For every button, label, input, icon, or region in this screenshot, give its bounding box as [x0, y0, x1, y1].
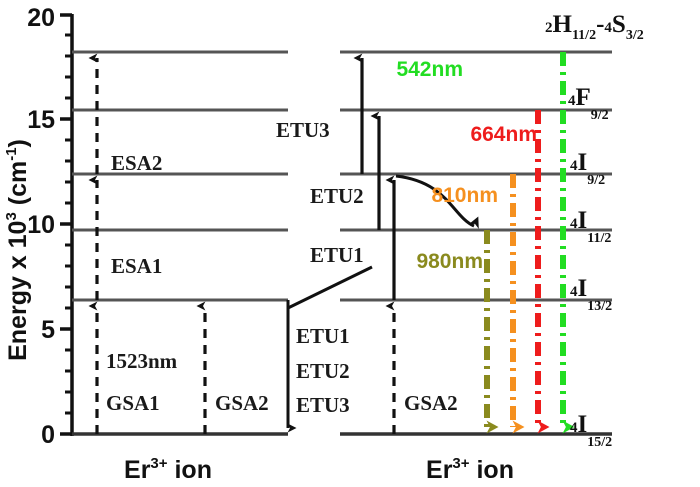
label-etu2-left: ETU2: [296, 359, 350, 383]
term-i11-main: I: [578, 207, 588, 234]
term-label-i11: 4I11/2: [570, 207, 611, 246]
term-i9-main: I: [578, 149, 588, 176]
term-f9-main: F: [576, 84, 591, 111]
term-i11-sup: 4: [570, 216, 578, 232]
right-process-labels: GSA2: [404, 391, 458, 415]
ion-left-suffix: ion: [168, 456, 212, 484]
axis-title-unit-open: (cm: [4, 161, 32, 212]
term-i13-sub: 13/2: [587, 299, 612, 314]
axis-title-unit-close: ): [4, 139, 32, 147]
right-etu-arrows: [353, 53, 396, 434]
term-s3-sup: 4: [604, 20, 612, 36]
term-label-i13: 4I13/2: [570, 275, 612, 314]
label-810nm: 810nm: [431, 184, 498, 207]
term-label-h11s3: 2H11/2-4S3/2: [545, 11, 644, 43]
tick-label-15: 15: [27, 106, 55, 134]
label-esa2: ESA2: [111, 151, 162, 175]
arrow-curved-relaxation: [395, 174, 479, 229]
ion-right-sup: 3+: [452, 455, 469, 472]
term-f9-sub: 9/2: [591, 108, 609, 123]
y-axis-title: Energy x 103 (cm-1): [3, 139, 32, 361]
tick-label-5: 5: [41, 316, 55, 344]
axis-title-main: Energy x 10: [4, 221, 32, 361]
term-h11-main: H: [553, 11, 573, 38]
label-gsa1: GSA1: [106, 391, 160, 415]
y-axis: 0 5 10 15 20: [27, 4, 74, 449]
label-980nm: 980nm: [416, 250, 483, 273]
ion-left-sup: 3+: [150, 455, 167, 472]
label-etu3: ETU3: [276, 118, 330, 142]
ion-right-text: Er: [426, 456, 453, 484]
term-i15-sup: 4: [570, 420, 578, 436]
term-label-i9: 4I9/2: [570, 149, 605, 188]
term-i15-main: I: [578, 411, 588, 438]
term-i13-sup: 4: [570, 284, 578, 300]
label-etu3-left: ETU3: [296, 393, 350, 417]
label-542nm: 542nm: [396, 58, 463, 81]
axis-title-unit-sup: -1: [3, 147, 20, 160]
term-label-i15: 4I15/2: [570, 411, 612, 450]
label-esa1: ESA1: [111, 254, 162, 278]
label-etu2: ETU2: [310, 184, 364, 208]
term-label-f9: 4F9/2: [568, 84, 609, 123]
label-664nm: 664nm: [470, 123, 537, 146]
ion-right-suffix: ion: [470, 456, 514, 484]
tick-label-0: 0: [41, 421, 55, 449]
left-etu-donor: [286, 265, 373, 433]
middle-process-labels: ETU3 ETU2 ETU1: [276, 118, 364, 267]
ion-left-text: Er: [124, 456, 151, 484]
emission-labels: 542nm 664nm 810nm 980nm: [396, 58, 537, 273]
term-i15-sub: 15/2: [587, 435, 612, 450]
svg-text:Energy x 103 (cm-1): Energy x 103 (cm-1): [3, 139, 32, 361]
label-gsa2-left: GSA2: [215, 391, 269, 415]
term-h11-sub: 11/2: [572, 28, 596, 43]
emission-lines: [484, 52, 575, 434]
label-etu1: ETU1: [310, 243, 364, 267]
left-absorption-arrows: [88, 53, 207, 434]
nonradiative-relaxation: [395, 174, 479, 229]
term-i13-main: I: [578, 275, 588, 302]
left-process-labels: ESA2 ESA1 1523nm GSA1 GSA2 ETU1 ETU2 ETU…: [106, 151, 350, 417]
tick-label-20: 20: [27, 4, 55, 32]
label-1523nm: 1523nm: [106, 349, 178, 373]
term-i11-sub: 11/2: [587, 231, 611, 246]
label-etu1-left: ETU1: [296, 324, 350, 348]
etu-energy-transfer-link: [287, 265, 373, 310]
ion-label-left: Er3+ ion: [124, 455, 212, 484]
right-ion-levels: [340, 50, 612, 436]
left-ion-levels: [72, 50, 288, 436]
axis-title-exponent: 3: [3, 212, 20, 220]
term-s3-sub: 3/2: [626, 28, 644, 43]
ion-captions: Er3+ ion Er3+ ion: [124, 455, 514, 484]
term-s3-main: S: [612, 11, 626, 38]
label-gsa2-right: GSA2: [404, 391, 458, 415]
term-h11-sup: 2: [545, 20, 553, 36]
term-symbol-labels: 2H11/2-4S3/2 4F9/2 4I9/2 4I11/2 4I13/2 4…: [545, 11, 644, 450]
ion-label-right: Er3+ ion: [426, 455, 514, 484]
term-i9-sup: 4: [570, 158, 578, 174]
term-f9-sup: 4: [568, 93, 576, 109]
tick-label-10: 10: [27, 211, 55, 239]
term-i9-sub: 9/2: [587, 173, 605, 188]
